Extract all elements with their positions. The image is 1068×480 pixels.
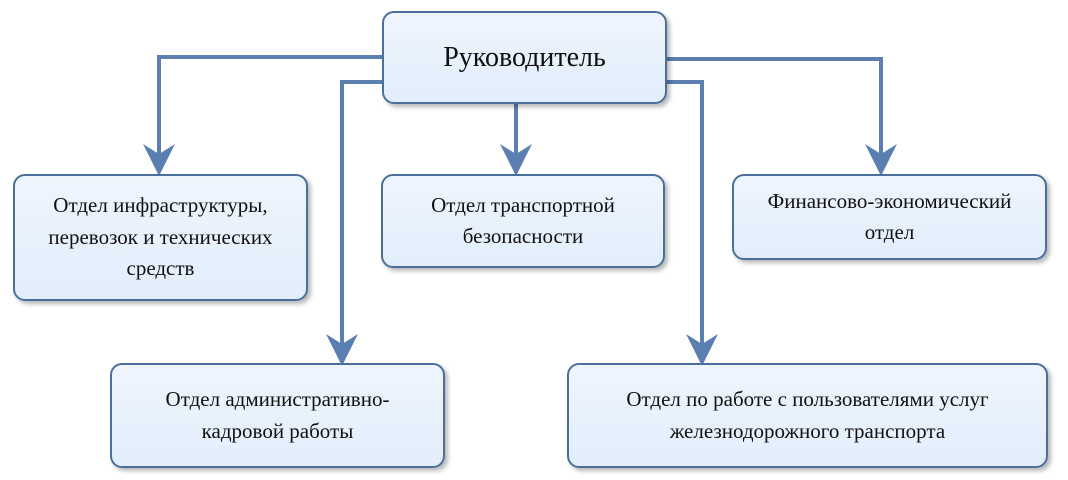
connector-to-railway-users-dept xyxy=(666,80,718,366)
node-label: Отдел по работе с пользователями услуг ж… xyxy=(626,387,989,443)
node-label: Отдел инфраструктуры, перевозок и технич… xyxy=(48,193,273,281)
node-label: Отдел административно- кадровой работы xyxy=(165,387,390,443)
root-node-manager: Руководитель xyxy=(382,11,667,104)
node-finance-dept: Финансово-экономический отдел xyxy=(732,174,1047,260)
node-railway-users-dept: Отдел по работе с пользователями услуг ж… xyxy=(567,363,1048,468)
node-label: Финансово-экономический отдел xyxy=(767,188,1012,245)
node-admin-hr-dept: Отдел административно- кадровой работы xyxy=(110,363,445,468)
node-infrastructure-dept: Отдел инфраструктуры, перевозок и технич… xyxy=(13,174,308,301)
connector-to-finance-dept xyxy=(666,57,897,176)
node-label: Отдел транспортной безопасности xyxy=(431,192,615,249)
connector-to-admin-hr-dept xyxy=(326,80,383,366)
root-node-label: Руководитель xyxy=(443,41,606,73)
node-transport-security-dept: Отдел транспортной безопасности xyxy=(381,174,665,268)
connector-to-infrastructure-dept xyxy=(143,55,383,176)
